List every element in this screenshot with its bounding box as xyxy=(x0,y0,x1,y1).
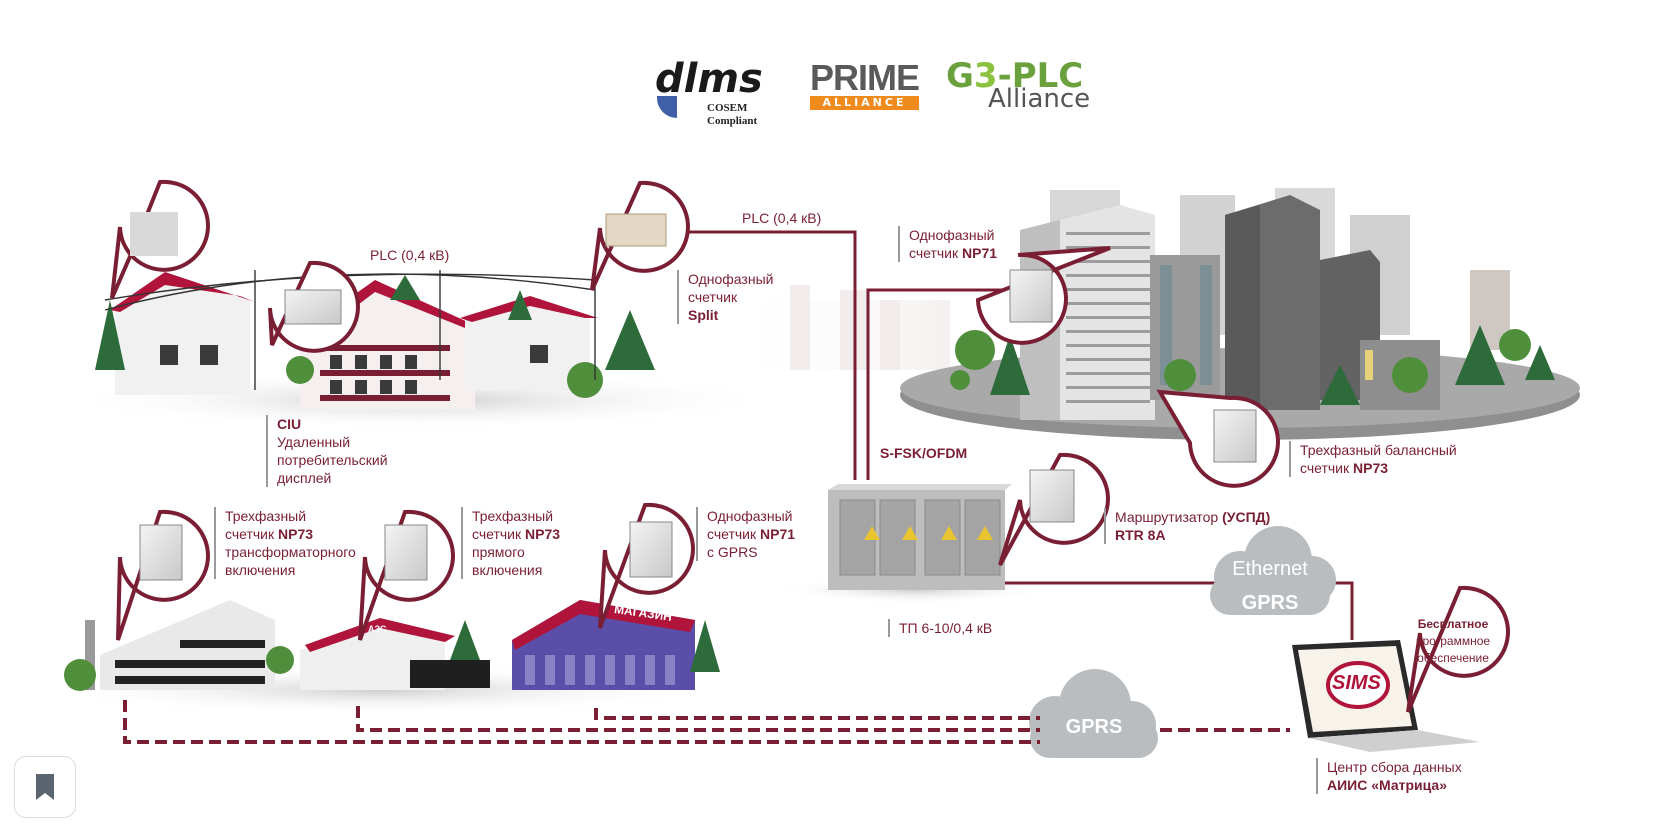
label-np73-direct-line4: включения xyxy=(472,562,543,578)
prime-logo-main: PRIME xyxy=(810,57,920,98)
label-software-line3: обеспечение xyxy=(1417,651,1489,665)
city-island xyxy=(900,188,1580,440)
plc-line-right xyxy=(655,230,857,480)
gprs-dashed-lines xyxy=(123,700,1290,744)
label-router-line2: RTR 8A xyxy=(1115,527,1166,543)
cloud-gprs xyxy=(1029,669,1158,758)
label-ciu-line4: дисплей xyxy=(277,470,332,486)
laptop-screen-text: SIMS xyxy=(1332,672,1381,694)
label-np73-transformer-line3: трансформаторного xyxy=(225,544,356,560)
label-np73-transformer-line1: Трехфазный xyxy=(225,508,307,524)
label-np73-direct-line2a: счетчик xyxy=(472,526,525,542)
label-np71-top-line2a: счетчик xyxy=(909,245,962,261)
label-ciu-line1: CIU xyxy=(277,416,302,432)
label-np71-gprs-line2a: счетчик xyxy=(707,526,760,542)
label-np73-transformer-line2b: NP73 xyxy=(278,526,314,542)
label-tp: ТП 6-10/0,4 кВ xyxy=(888,619,992,637)
dlms-logo-sub2: Compliant xyxy=(707,115,758,127)
label-np73-direct-line1: Трехфазный xyxy=(472,508,554,524)
label-np73-balance: Трехфазный балансный счетчик NP73 xyxy=(1289,441,1457,477)
label-np73-direct-line2b: NP73 xyxy=(525,526,561,542)
dlms-logo-sub1: COSEM xyxy=(707,102,748,114)
label-split-line1: Однофазный xyxy=(688,271,774,287)
label-ciu-line2: Удаленный xyxy=(277,434,351,450)
bookmark-button[interactable] xyxy=(14,756,76,818)
meter-icons xyxy=(130,212,1257,581)
label-np73-direct-line3: прямого xyxy=(472,544,525,560)
plc-label-right: PLC (0,4 кВ) xyxy=(742,210,822,226)
label-np73-balance-line1: Трехфазный балансный xyxy=(1300,442,1457,458)
g3-logo-three: 3 xyxy=(973,56,998,96)
label-data-center: Центр сбора данных АИИС «Матрица» xyxy=(1316,758,1462,794)
label-ciu-line3: потребительский xyxy=(277,452,388,468)
g3-logo-sub: Alliance xyxy=(988,84,1091,114)
label-data-center-line1: Центр сбора данных xyxy=(1327,759,1462,775)
label-split: Однофазный счетчик Split xyxy=(677,270,773,324)
cloud-ethernet-label: Ethernet xyxy=(1232,558,1308,580)
label-np73-transformer: Трехфазный счетчик NP73 трансформаторног… xyxy=(214,507,356,579)
gas-station-sign: АЗС xyxy=(368,624,387,634)
plc-line-np71 xyxy=(866,288,1010,480)
cloud-gprs-label: GPRS xyxy=(1065,716,1123,738)
g3-logo-rest: -PLC xyxy=(997,56,1084,96)
label-split-line3: Split xyxy=(688,307,719,323)
bubble-software xyxy=(1406,585,1510,713)
label-np73-direct: Трехфазный счетчик NP73 прямого включени… xyxy=(461,507,560,579)
label-ciu: CIU Удаленный потребительский дисплей xyxy=(266,415,388,487)
g3-plc-logo: G3-PLC Alliance xyxy=(946,56,1090,114)
label-np71-top-line2b: NP71 xyxy=(962,245,998,261)
prime-logo-sub: ALLIANCE xyxy=(810,96,920,110)
prime-alliance-logo: PRIME ALLIANCE xyxy=(810,57,920,110)
label-np71-gprs: Однофазный счетчик NP71 с GPRS xyxy=(696,507,795,561)
label-software: Бесплатное программное обеспечение xyxy=(1416,616,1490,667)
cloud-ethernet-gprs xyxy=(1210,526,1336,615)
sfsk-label: S-FSK/OFDM xyxy=(880,445,968,461)
label-np73-balance-line2b: NP73 xyxy=(1353,460,1389,476)
dlms-logo-main: dlms xyxy=(655,56,763,102)
label-software-line2: программное xyxy=(1416,634,1491,648)
label-np73-balance-line2a: счетчик xyxy=(1300,460,1353,476)
label-np71-gprs-line1: Однофазный xyxy=(707,508,793,524)
label-np71-gprs-line2b: NP71 xyxy=(760,526,796,542)
label-tp-text: ТП 6-10/0,4 кВ xyxy=(899,620,993,636)
transformer-substation xyxy=(775,484,1055,604)
laptop xyxy=(1292,640,1480,752)
label-router: Маршрутизатор (УСПД) RTR 8A xyxy=(1104,508,1270,544)
label-np71-top: Однофазный счетчик NP71 xyxy=(898,226,997,262)
label-data-center-line2: АИИС «Матрица» xyxy=(1327,777,1448,793)
label-np71-top-line1: Однофазный xyxy=(909,227,995,243)
label-np73-transformer-line4: включения xyxy=(225,562,296,578)
ethernet-line xyxy=(1005,581,1354,640)
plc-label-left: PLC (0,4 кВ) xyxy=(370,247,450,263)
g3-logo-g: G xyxy=(946,56,974,96)
bookmark-icon xyxy=(36,774,54,800)
label-router-line1b: (УСПД) xyxy=(1222,509,1271,525)
faded-city xyxy=(730,285,950,370)
label-software-line1: Бесплатное xyxy=(1417,617,1489,631)
industrial-buildings xyxy=(64,600,720,691)
label-np73-transformer-line2a: счетчик xyxy=(225,526,278,542)
dlms-logo: dlms COSEM Compliant xyxy=(655,56,763,127)
label-np71-gprs-line3: с GPRS xyxy=(707,544,758,560)
label-split-line2: счетчик xyxy=(688,289,738,305)
cloud-ethernet-gprs-label: GPRS xyxy=(1241,592,1299,614)
label-router-line1a: Маршрутизатор xyxy=(1115,509,1223,525)
